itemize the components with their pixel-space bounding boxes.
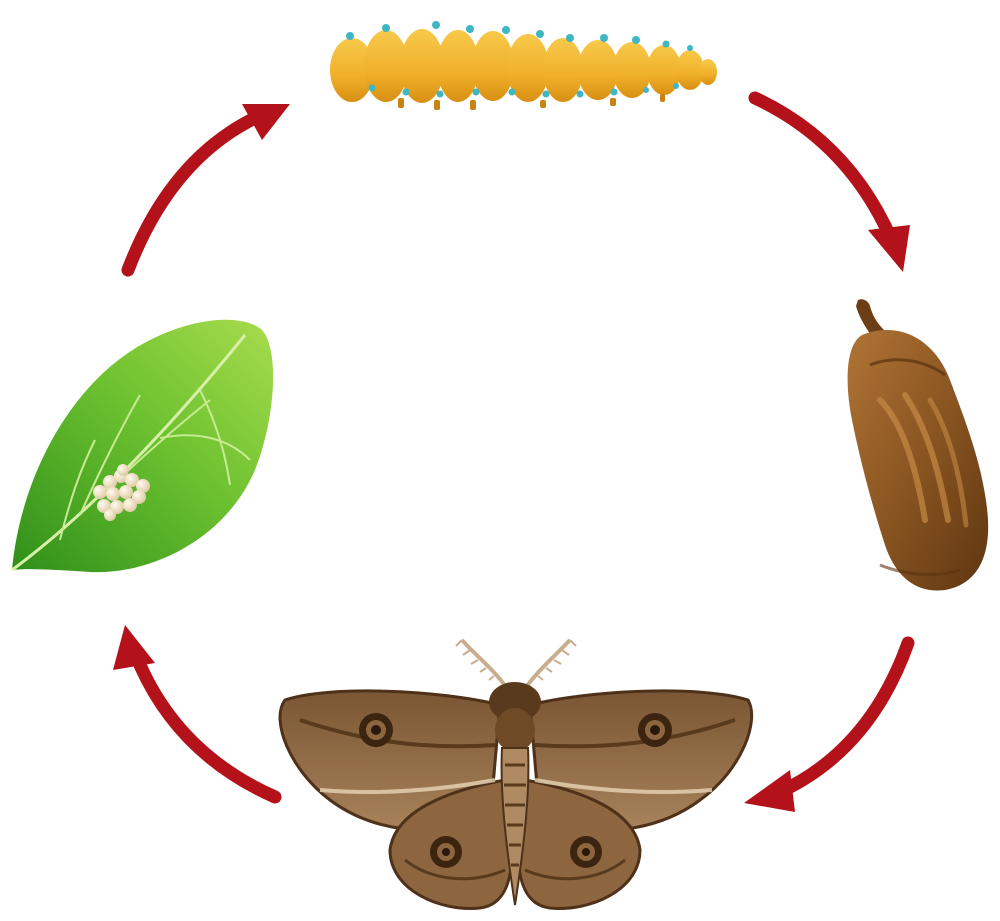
cycle-arrows	[113, 91, 915, 812]
moth-thorax	[495, 708, 535, 752]
arrow-caterpillar-to-pupa	[748, 91, 910, 272]
egg-cluster	[93, 464, 150, 521]
arrow-pupa-to-adult	[744, 636, 915, 812]
arrow-eggs-to-caterpillar	[121, 104, 290, 277]
caterpillar-legs	[398, 94, 665, 110]
moth-icon	[278, 638, 754, 910]
wing-eye-spots	[359, 713, 672, 868]
moth-head	[489, 682, 541, 722]
arrow-adult-to-eggs	[113, 625, 282, 804]
pupa-icon	[847, 299, 989, 591]
eggs-on-leaf-icon	[11, 319, 274, 573]
caterpillar-spikes	[346, 21, 693, 98]
caterpillar-icon	[330, 21, 717, 110]
